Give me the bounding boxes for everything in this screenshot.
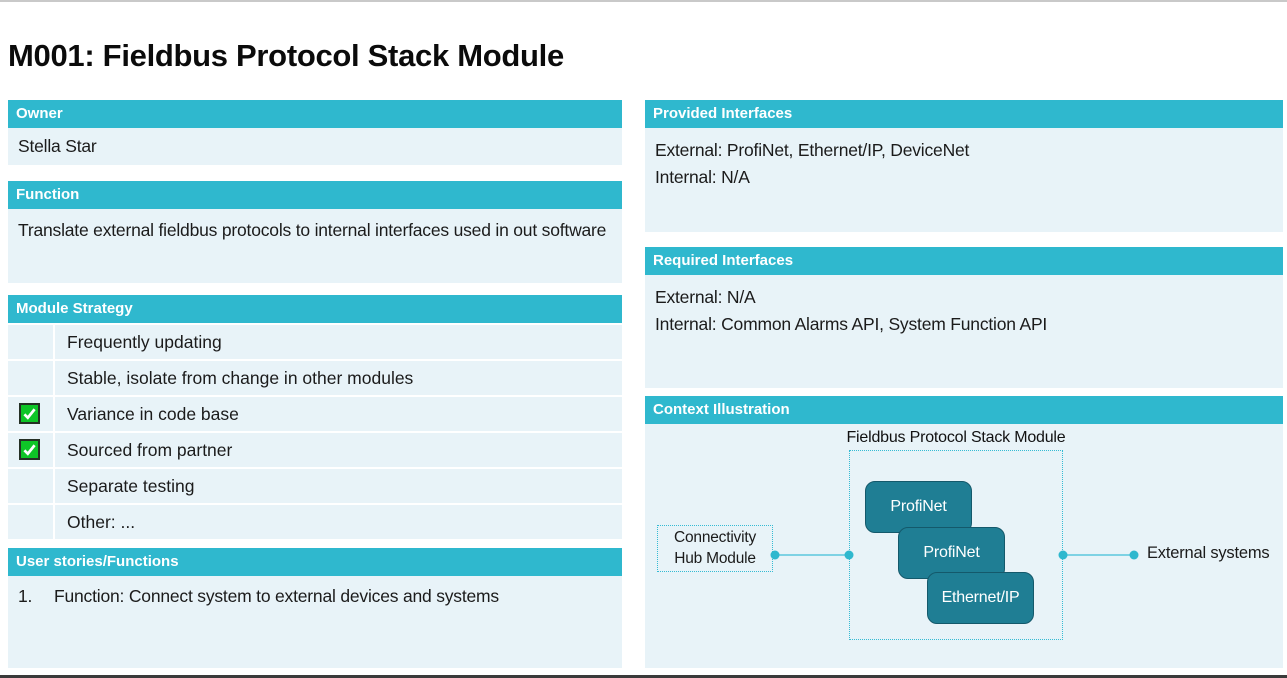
required-interfaces-panel: External: N/A Internal: Common Alarms AP… (645, 275, 1283, 388)
strategy-row: Variance in code base (8, 397, 622, 431)
section-header-context-illustration: Context Illustration (645, 396, 1283, 424)
strategy-row: Frequently updating (8, 325, 622, 359)
top-border-line (0, 0, 1287, 2)
external-systems-label: External systems (1147, 544, 1270, 562)
strategy-row-label: Variance in code base (55, 397, 622, 431)
connectivity-hub-node: Connectivity Hub Module (657, 525, 773, 572)
connector-lines (770, 550, 1139, 560)
bottom-border-line (0, 675, 1287, 678)
strategy-checkbox-cell (8, 433, 53, 467)
strategy-checkbox-cell (8, 469, 53, 503)
strategy-checkbox-cell (8, 361, 53, 395)
section-header-module-strategy: Module Strategy (8, 295, 622, 323)
section-header-owner: Owner (8, 100, 622, 128)
strategy-row-label: Frequently updating (55, 325, 622, 359)
section-header-user-stories: User stories/Functions (8, 548, 622, 576)
protocol-box-profinet-1: ProfiNet (865, 481, 972, 533)
protocol-box-ethernet-ip: Ethernet/IP (927, 572, 1034, 624)
provided-internal-line: Internal: N/A (655, 167, 750, 187)
module-boundary-box (849, 450, 1063, 640)
section-header-function: Function (8, 181, 622, 209)
strategy-row: Separate testing (8, 469, 622, 503)
strategy-row: Other: ... (8, 505, 622, 539)
strategy-row-label: Sourced from partner (55, 433, 622, 467)
owner-value: Stella Star (8, 128, 622, 165)
provided-interfaces-panel: External: ProfiNet, Ethernet/IP, DeviceN… (645, 128, 1283, 232)
strategy-row-label: Separate testing (55, 469, 622, 503)
context-diagram: Fieldbus Protocol Stack Module ProfiNet … (645, 424, 1283, 668)
left-column: Owner Stella Star Function Translate ext… (8, 100, 622, 668)
user-stories-panel: 1. Function: Connect system to external … (8, 576, 622, 668)
required-external-line: External: N/A (655, 287, 756, 307)
module-boundary-label: Fieldbus Protocol Stack Module (846, 429, 1066, 446)
strategy-checkbox-cell (8, 397, 53, 431)
strategy-checkbox-cell (8, 325, 53, 359)
strategy-row-label: Other: ... (55, 505, 622, 539)
strategy-row: Sourced from partner (8, 433, 622, 467)
strategy-checkbox-cell (8, 505, 53, 539)
right-column: Provided Interfaces External: ProfiNet, … (645, 100, 1283, 668)
user-story-number: 1. (18, 586, 33, 606)
required-internal-line: Internal: Common Alarms API, System Func… (655, 314, 1048, 334)
strategy-row: Stable, isolate from change in other mod… (8, 361, 622, 395)
strategy-row-label: Stable, isolate from change in other mod… (55, 361, 622, 395)
section-header-provided-interfaces: Provided Interfaces (645, 100, 1283, 128)
user-story-text: Function: Connect system to external dev… (54, 586, 499, 606)
page-title: M001: Fieldbus Protocol Stack Module (8, 38, 564, 73)
module-strategy-list: Frequently updating Stable, isolate from… (8, 325, 622, 539)
section-header-required-interfaces: Required Interfaces (645, 247, 1283, 275)
checkbox-checked-icon[interactable] (19, 403, 40, 424)
function-value: Translate external fieldbus protocols to… (8, 209, 622, 283)
provided-external-line: External: ProfiNet, Ethernet/IP, DeviceN… (655, 140, 970, 160)
checkbox-checked-icon[interactable] (19, 439, 40, 460)
